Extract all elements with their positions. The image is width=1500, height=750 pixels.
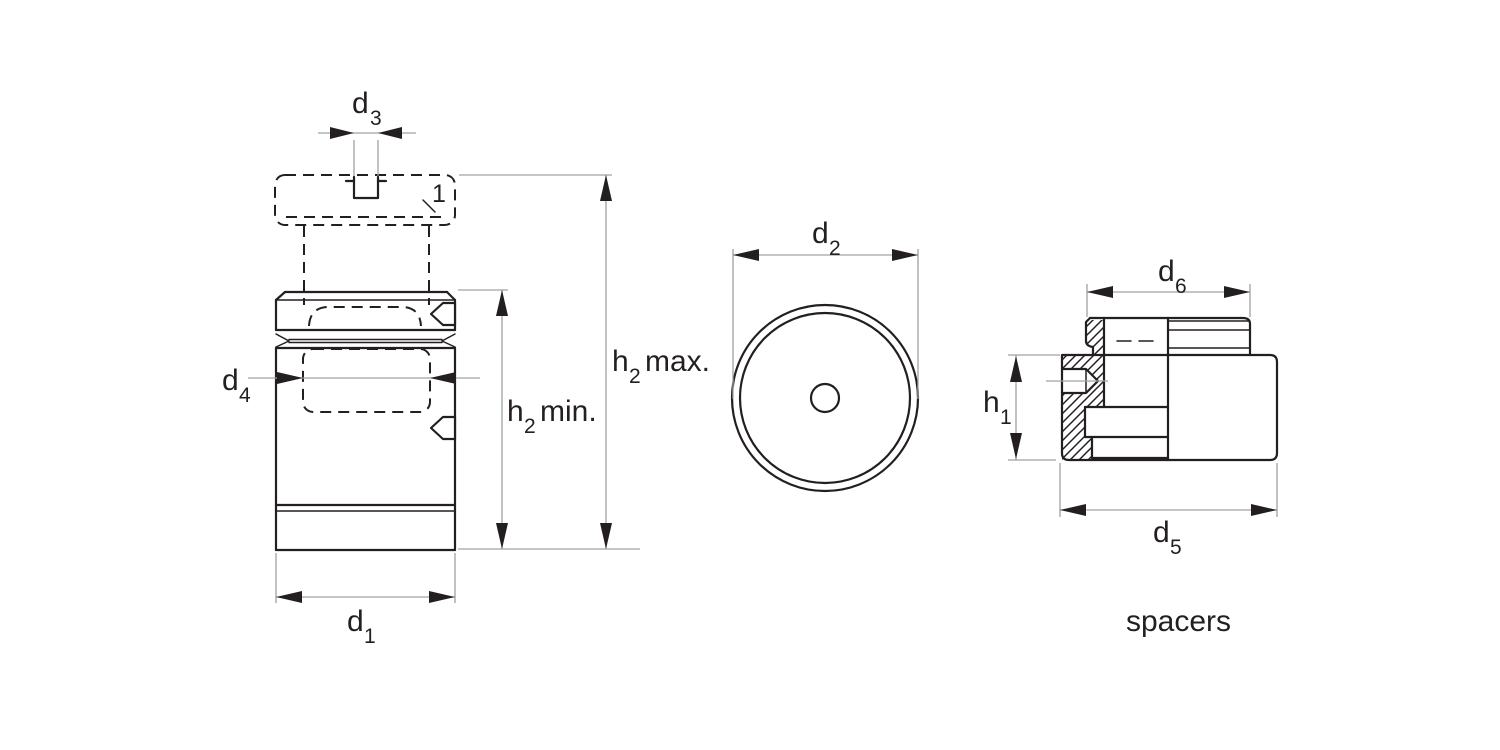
arrowhead <box>1224 286 1250 298</box>
spacer-body <box>274 346 457 552</box>
label-d1-sub: 1 <box>364 625 376 648</box>
arrowhead <box>430 372 456 384</box>
top-view: d 2 <box>730 217 920 493</box>
arrowhead <box>1251 504 1277 516</box>
label-h1-sub: 1 <box>1000 406 1012 429</box>
set-screw-notch <box>429 415 457 441</box>
outer-diameter-circle <box>730 303 920 493</box>
arrowhead <box>429 591 455 603</box>
threaded-boss <box>1084 316 1252 357</box>
dimension-h2min: h 2 min. <box>458 289 597 549</box>
arrowhead <box>330 127 354 139</box>
arrowhead <box>378 127 402 139</box>
adjusting-ring <box>274 290 457 348</box>
arrowhead <box>1010 356 1022 382</box>
section-body <box>1060 316 1279 462</box>
center-hole <box>809 382 841 414</box>
callout-1: 1 <box>422 180 446 213</box>
label-d2-sub: 2 <box>829 237 841 260</box>
label-d2: d <box>812 217 829 250</box>
section-hatching <box>1062 320 1104 460</box>
arrowhead <box>1010 433 1022 459</box>
label-h1: h <box>983 386 1000 419</box>
arrowhead <box>277 372 303 384</box>
arrowhead <box>276 591 302 603</box>
arrowhead <box>1087 286 1113 298</box>
label-h2max-suffix: max. <box>645 345 710 378</box>
dimension-d2: d 2 <box>732 217 919 399</box>
arrowhead <box>892 249 918 261</box>
callout-1-label: 1 <box>432 180 446 208</box>
label-d6: d <box>1158 255 1175 288</box>
side-hole <box>1046 367 1108 395</box>
label-h2min-sub: 2 <box>524 415 536 438</box>
dimension-d6: d 6 <box>1086 255 1251 317</box>
arrowhead <box>600 175 612 201</box>
label-d3-sub: 3 <box>370 107 382 130</box>
dimension-h2max: h 2 max. <box>458 174 710 550</box>
label-d1: d <box>347 605 364 638</box>
arrowhead <box>600 523 612 549</box>
label-h2min-suffix: min. <box>540 395 597 428</box>
dimension-d1: d 1 <box>275 553 456 648</box>
dimension-d5: d 5 <box>1059 463 1278 559</box>
cap-slot <box>344 140 388 200</box>
label-d4: d <box>222 364 239 397</box>
arrowhead <box>496 290 508 316</box>
cap-hidden-outline <box>274 174 456 305</box>
label-d6-sub: 6 <box>1175 275 1187 298</box>
dimension-d3: d 3 <box>318 87 416 139</box>
arrowhead <box>496 523 508 549</box>
arrowhead <box>733 249 759 261</box>
arrowhead <box>1060 504 1086 516</box>
label-h2max: h <box>612 345 629 378</box>
front-view: 1 d 3 <box>222 87 710 648</box>
dimension-d4: d 4 <box>222 364 480 407</box>
label-d5: d <box>1153 516 1170 549</box>
label-d5-sub: 5 <box>1170 536 1182 559</box>
section-view: d 6 h 1 d 5 spacers <box>983 255 1279 638</box>
label-d3: d <box>352 87 369 120</box>
label-h2max-sub: 2 <box>629 365 641 388</box>
label-h2min: h <box>507 395 524 428</box>
set-screw-notch <box>429 301 457 327</box>
dimension-h1: h 1 <box>983 354 1060 461</box>
chamfer-circle <box>738 311 912 485</box>
drawing-caption: spacers <box>1126 605 1231 638</box>
label-d4-sub: 4 <box>239 384 251 407</box>
